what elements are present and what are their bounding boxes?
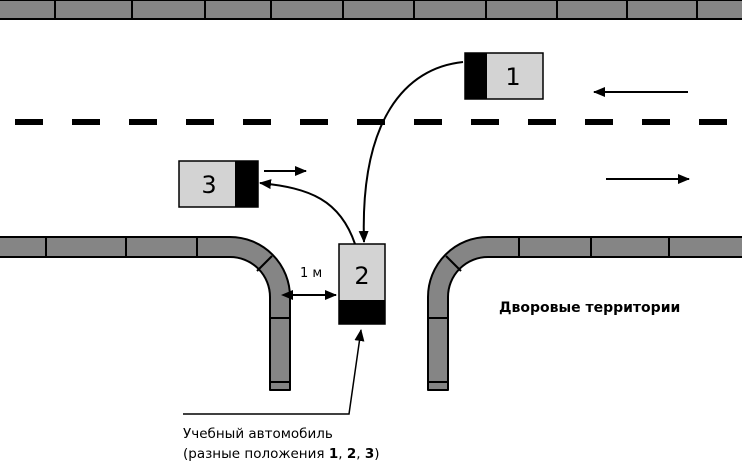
caption-position-2: 2	[346, 446, 357, 462]
car-2: 2	[338, 243, 386, 325]
left-curb	[0, 236, 291, 391]
car-1: 1	[464, 52, 544, 100]
caption-leader-line	[183, 329, 365, 415]
caption-separator-1: ,	[338, 446, 347, 462]
caption-line-2-suffix: )	[374, 446, 380, 462]
top-curb	[0, 0, 742, 20]
car-3: 3	[178, 160, 259, 208]
caption-position-3: 3	[364, 446, 375, 462]
caption-position-1: 1	[328, 446, 339, 462]
car-2-number: 2	[354, 262, 369, 290]
right-curb	[427, 236, 742, 391]
path-car1-to-car2	[358, 61, 464, 243]
car-3-number: 3	[201, 171, 216, 199]
caption-line-2-prefix: (разные положения	[183, 446, 329, 462]
caption-line-2: (разные положения 1, 2, 3)	[183, 444, 380, 464]
caption: Учебный автомобиль (разные положения 1, …	[183, 424, 380, 464]
path-car2-to-car3	[259, 179, 356, 245]
caption-line-1: Учебный автомобиль	[183, 426, 333, 442]
area-label: Дворовые территории	[499, 300, 680, 316]
car-1-number: 1	[505, 63, 520, 91]
distance-label: 1 м	[300, 266, 322, 281]
caption-separator-2: ,	[356, 446, 365, 462]
